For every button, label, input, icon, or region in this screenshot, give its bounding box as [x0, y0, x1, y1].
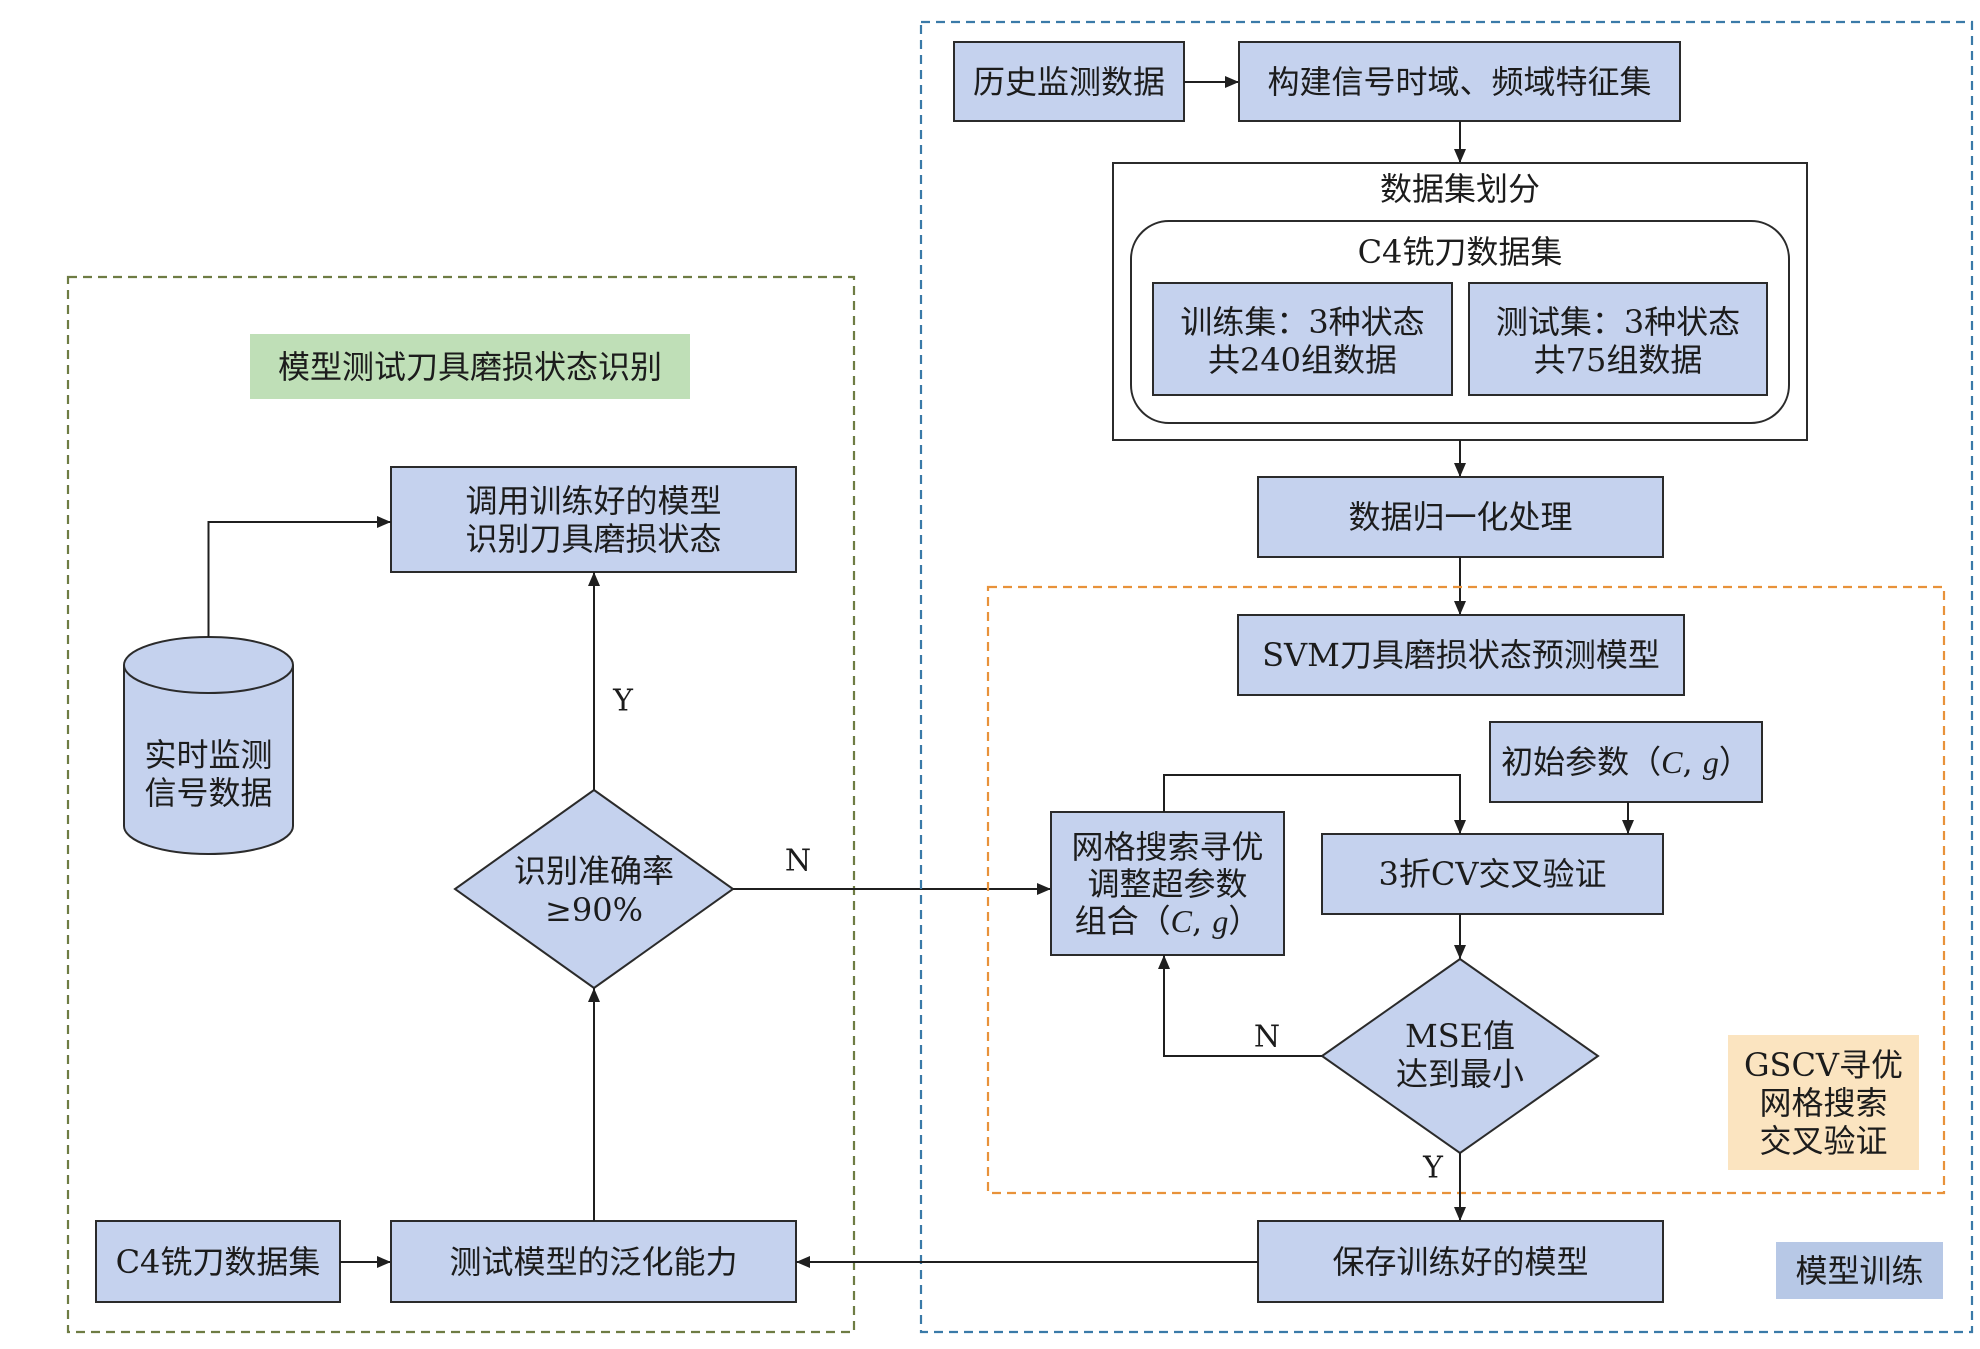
gscv-label-bg — [1728, 1035, 1919, 1170]
initial-params-suffix: ） — [1719, 743, 1751, 781]
accuracy-yes-label: Y — [612, 684, 634, 719]
recognize-wear-state-rect — [390, 466, 797, 573]
cross-validation-text: 3折CV交叉验证 — [1379, 855, 1607, 893]
arrow-grid-search-to-cv — [1163, 774, 1466, 834]
save-model-text: 保存训练好的模型 — [1332, 1243, 1588, 1281]
initial-params-g: g — [1703, 744, 1719, 780]
cross-validation-rect — [1321, 833, 1664, 915]
mse-yes-label: Y — [1422, 1151, 1444, 1186]
grid-search-g: g — [1212, 903, 1228, 939]
recognize-wear-state-line-2: 识别刀具磨损状态 — [465, 520, 721, 558]
svm-model-box: SVM刀具磨损状态预测模型 — [1237, 614, 1685, 696]
grid-search-line-1: 网格搜索寻优 — [1071, 828, 1263, 866]
gscv-label-line-3: 交叉验证 — [1759, 1122, 1887, 1160]
initial-params-prefix: 初始参数（ — [1501, 743, 1661, 781]
generalization-test-text: 测试模型的泛化能力 — [449, 1243, 737, 1281]
dataset-container-title: C4铣刀数据集 — [1358, 233, 1563, 271]
history-data-box: 历史监测数据 — [953, 41, 1185, 122]
recognize-wear-state-line-1: 调用训练好的模型 — [465, 482, 721, 520]
feature-set-text: 构建信号时域、频域特征集 — [1267, 63, 1651, 101]
grid-search-c: C — [1171, 903, 1193, 939]
initial-params-separator: , — [1683, 743, 1703, 781]
training-section-label: 模型训练 — [1776, 1242, 1943, 1299]
training-section-label-text: 模型训练 — [1795, 1252, 1923, 1290]
initial-params-text: 初始参数（C, g） — [1501, 743, 1751, 781]
normalization-text: 数据归一化处理 — [1348, 498, 1572, 536]
testing-section-label-text: 模型测试刀具磨损状态识别 — [278, 348, 662, 386]
mse-no-label: N — [1254, 1020, 1280, 1055]
generalization-test-box: 测试模型的泛化能力 — [390, 1220, 797, 1303]
training-section-frame — [919, 20, 1974, 1334]
arrow-mse-no-to-grid-search — [1158, 955, 1322, 1057]
test-set-rect — [1468, 282, 1768, 396]
train-set-box: 训练集：3种状态 共240组数据 — [1152, 282, 1453, 396]
grid-search-box: 网格搜索寻优 调整超参数 组合（C, g） — [1050, 811, 1285, 956]
grid-search-rect — [1050, 811, 1285, 956]
test-set-line-2: 共75组数据 — [1534, 341, 1703, 379]
grid-search-separator: , — [1192, 902, 1212, 940]
feature-set-box: 构建信号时域、频域特征集 — [1238, 41, 1681, 122]
c4-dataset-rect — [95, 1220, 341, 1303]
train-set-line-2: 共240组数据 — [1208, 341, 1397, 379]
normalization-rect — [1257, 476, 1664, 558]
cross-validation-box: 3折CV交叉验证 — [1321, 833, 1664, 915]
realtime-data-cylinder-top — [123, 636, 294, 694]
normalization-box: 数据归一化处理 — [1257, 476, 1664, 558]
save-model-rect — [1257, 1220, 1664, 1303]
test-set-box: 测试集：3种状态 共75组数据 — [1468, 282, 1768, 396]
realtime-data-cylinder-body — [123, 665, 294, 855]
mse-decision: MSE值 达到最小 — [1320, 957, 1600, 1155]
gscv-label-line-1: GSCV寻优 — [1744, 1046, 1903, 1084]
gscv-label: GSCV寻优 网格搜索 交叉验证 — [1728, 1035, 1919, 1170]
feature-set-rect — [1238, 41, 1681, 122]
initial-params-rect — [1489, 721, 1763, 803]
realtime-data-line-2: 信号数据 — [144, 774, 272, 812]
save-model-box: 保存训练好的模型 — [1257, 1220, 1664, 1303]
svm-model-rect — [1237, 614, 1685, 696]
mse-decision-line-1: MSE值 — [1405, 1017, 1515, 1055]
gscv-frame — [986, 585, 1946, 1195]
grid-search-line-3: 组合（C, g） — [1075, 902, 1261, 940]
svm-model-text: SVM刀具磨损状态预测模型 — [1262, 636, 1660, 674]
initial-params-c: C — [1661, 744, 1683, 780]
training-section-label-bg — [1776, 1242, 1943, 1299]
accuracy-decision: 识别准确率 ≥90% — [453, 788, 735, 990]
grid-search-line-2: 调整超参数 — [1087, 865, 1247, 903]
realtime-data-line-1: 实时监测 — [144, 736, 272, 774]
initial-params-box: 初始参数（C, g） — [1489, 721, 1763, 803]
train-set-rect — [1152, 282, 1453, 396]
dataset-split-title: 数据集划分 — [1380, 170, 1540, 208]
arrow-realtime-to-recognize — [207, 516, 391, 637]
accuracy-decision-line-1: 识别准确率 — [514, 852, 674, 890]
grid-search-prefix: 组合（ — [1075, 902, 1171, 940]
testing-section-frame — [66, 275, 856, 1334]
accuracy-no-label: N — [785, 844, 811, 879]
history-data-text: 历史监测数据 — [973, 63, 1165, 101]
testing-section-label-bg — [250, 334, 690, 399]
grid-search-suffix: ） — [1228, 902, 1260, 940]
train-set-line-1: 训练集：3种状态 — [1180, 303, 1424, 341]
realtime-data-cylinder: 实时监测 信号数据 — [123, 636, 294, 855]
c4-dataset-box: C4铣刀数据集 — [95, 1220, 341, 1303]
c4-dataset-text: C4铣刀数据集 — [116, 1243, 321, 1281]
dataset-split-box: 数据集划分 C4铣刀数据集 训练集：3种状态 共240组数据 测试集：3种状态 … — [1112, 162, 1808, 441]
test-set-line-1: 测试集：3种状态 — [1496, 303, 1740, 341]
mse-decision-line-2: 达到最小 — [1396, 1055, 1524, 1093]
history-data-rect — [953, 41, 1185, 122]
recognize-wear-state-box: 调用训练好的模型 识别刀具磨损状态 — [390, 466, 797, 573]
accuracy-decision-line-2: ≥90% — [545, 891, 643, 929]
testing-section-label: 模型测试刀具磨损状态识别 — [250, 334, 690, 399]
gscv-label-line-2: 网格搜索 — [1759, 1084, 1887, 1122]
